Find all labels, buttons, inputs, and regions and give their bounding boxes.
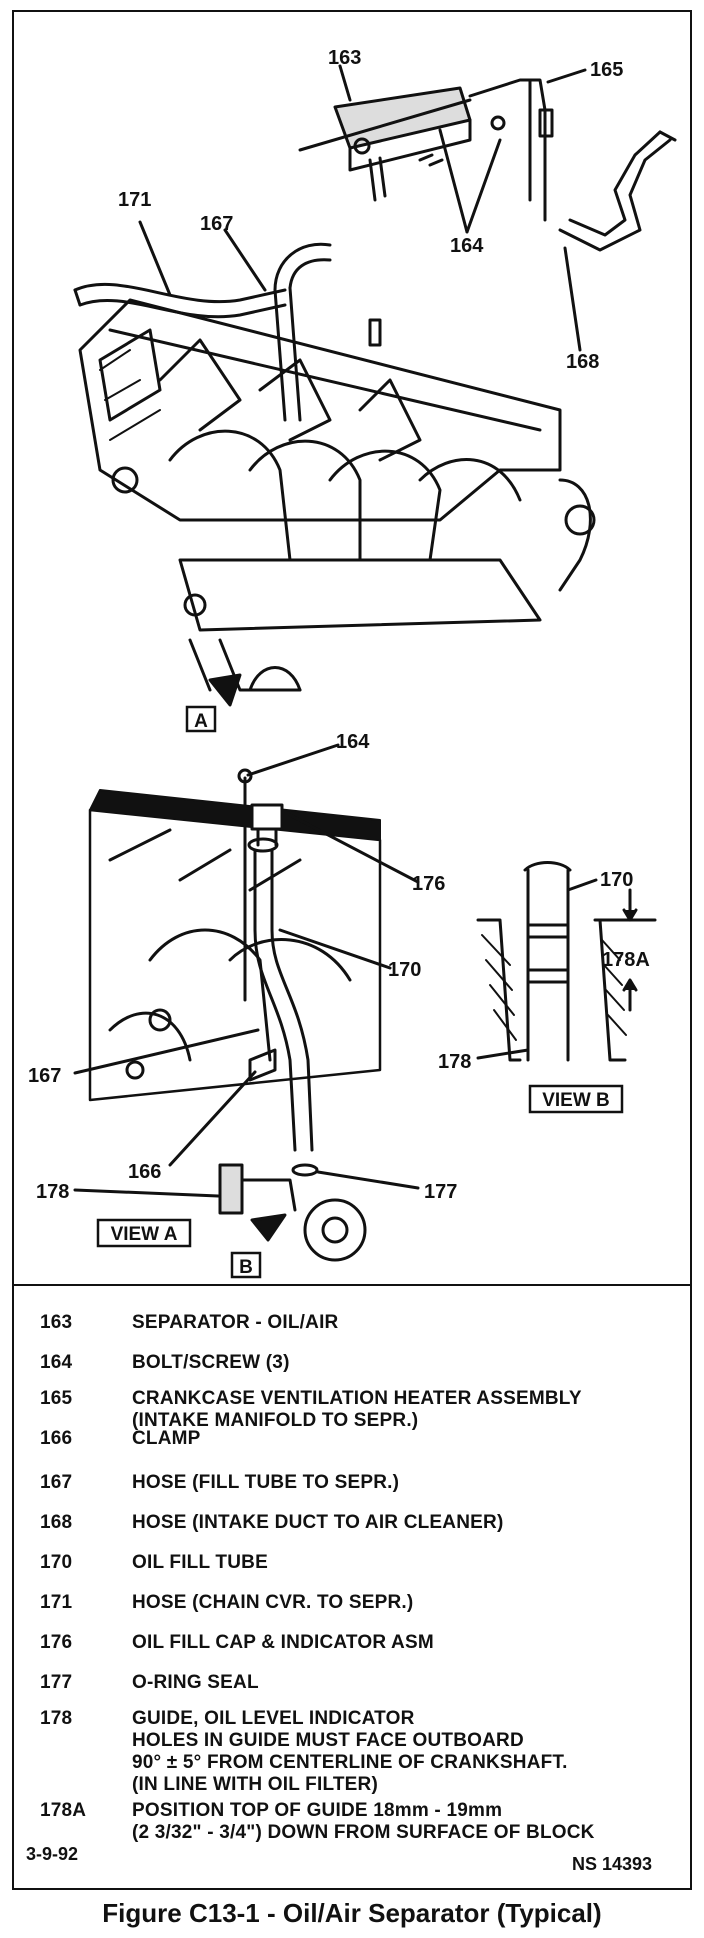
legend-row: 167 HOSE (FILL TUBE TO SEPR.) [40, 1472, 670, 1494]
revision-date: 3-9-92 [26, 1844, 79, 1864]
fill-tube-top [368, 318, 382, 347]
chain-cover-hose [73, 282, 287, 319]
legend-number: 177 [40, 1672, 73, 1693]
view-b-marker: B [239, 1257, 253, 1278]
legend-number: 171 [40, 1592, 73, 1613]
legend-description: O-RING SEAL [132, 1672, 259, 1693]
legend-row: 178A POSITION TOP OF GUIDE 18mm - 19mm (… [40, 1800, 670, 1844]
legend-description: BOLT/SCREW (3) [132, 1352, 290, 1373]
view-a-label: VIEW A [111, 1224, 178, 1245]
figure-caption: Figure C13-1 - Oil/Air Separator (Typica… [102, 1898, 602, 1928]
legend-description: CRANKCASE VENTILATION HEATER ASSEMBLY (I… [132, 1388, 582, 1431]
legend-number: 168 [40, 1512, 73, 1533]
legend-description: SEPARATOR - OIL/AIR [132, 1312, 339, 1333]
legend-description: HOSE (FILL TUBE TO SEPR.) [132, 1472, 400, 1493]
view-b-detail [476, 861, 657, 1062]
legend-number: 166 [40, 1428, 73, 1449]
view-b-label: VIEW B [542, 1090, 610, 1111]
legend-description: HOSE (CHAIN CVR. TO SEPR.) [132, 1592, 414, 1613]
legend-row: 165 CRANKCASE VENTILATION HEATER ASSEMBL… [40, 1388, 670, 1432]
legend-row: 168 HOSE (INTAKE DUCT TO AIR CLEANER) [40, 1512, 670, 1534]
exploded-diagram: A B VIEW A VIEW B 163 165 171 167 164 16… [28, 47, 677, 1279]
callout-177: 177 [424, 1181, 457, 1203]
legend-description: OIL FILL TUBE [132, 1552, 268, 1573]
legend-number: 178A [40, 1800, 87, 1821]
legend-number: 170 [40, 1552, 73, 1573]
legend-number: 165 [40, 1388, 73, 1409]
figure-reference: NS 14393 [572, 1854, 653, 1874]
callout-166: 166 [128, 1161, 161, 1183]
oil-air-separator [333, 86, 506, 202]
callout-168: 168 [566, 351, 599, 373]
legend-row: 171 HOSE (CHAIN CVR. TO SEPR.) [40, 1592, 670, 1614]
callout-165: 165 [590, 59, 623, 81]
legend-row: 163 SEPARATOR - OIL/AIR [40, 1312, 670, 1334]
engine-top-view [78, 298, 596, 692]
callout-167-lower: 167 [28, 1065, 61, 1087]
view-a-detail [88, 768, 382, 1262]
callout-170: 170 [388, 959, 421, 981]
callout-178: 178 [36, 1181, 69, 1203]
view-a-arrow [208, 673, 242, 707]
legend-row: 166 CLAMP [40, 1428, 670, 1450]
legend-description: CLAMP [132, 1428, 201, 1449]
legend-number: 163 [40, 1312, 73, 1333]
intake-duct-hose [558, 130, 677, 252]
view-a-marker: A [194, 711, 208, 732]
legend-description: OIL FILL CAP & INDICATOR ASM [132, 1632, 434, 1653]
legend-row: 176 OIL FILL CAP & INDICATOR ASM [40, 1632, 670, 1654]
figure-frame [12, 10, 692, 1890]
legend-description: HOSE (INTAKE DUCT TO AIR CLEANER) [132, 1512, 504, 1533]
callout-164-lower: 164 [336, 731, 370, 753]
view-b-label-box [528, 1084, 624, 1114]
callout-167: 167 [200, 213, 233, 235]
legend-row: 164 BOLT/SCREW (3) [40, 1352, 670, 1374]
heater-assembly [298, 78, 554, 222]
view-a-marker-box [185, 705, 217, 733]
callout-163: 163 [328, 47, 361, 69]
legend-divider [12, 1284, 692, 1286]
view-a-label-box [96, 1218, 192, 1248]
callout-171: 171 [118, 189, 151, 211]
callout-178-viewb: 178 [438, 1051, 471, 1073]
callout-178A: 178A [602, 949, 650, 971]
bolt-pair [418, 153, 444, 167]
legend-number: 176 [40, 1632, 73, 1653]
fill-tube-hose [273, 242, 332, 422]
callout-164: 164 [450, 235, 484, 257]
callout-170-viewb: 170 [600, 869, 633, 891]
legend-number: 178 [40, 1708, 73, 1729]
legend-number: 164 [40, 1352, 73, 1373]
legend-description: GUIDE, OIL LEVEL INDICATOR HOLES IN GUID… [132, 1708, 568, 1795]
view-b-marker-box [230, 1251, 262, 1279]
legend-description: POSITION TOP OF GUIDE 18mm - 19mm (2 3/3… [132, 1800, 595, 1843]
legend-row: 170 OIL FILL TUBE [40, 1552, 670, 1574]
callout-176: 176 [412, 873, 445, 895]
legend-row: 177 O-RING SEAL [40, 1672, 670, 1694]
legend-number: 167 [40, 1472, 73, 1493]
legend-row: 178 GUIDE, OIL LEVEL INDICATOR HOLES IN … [40, 1708, 670, 1796]
